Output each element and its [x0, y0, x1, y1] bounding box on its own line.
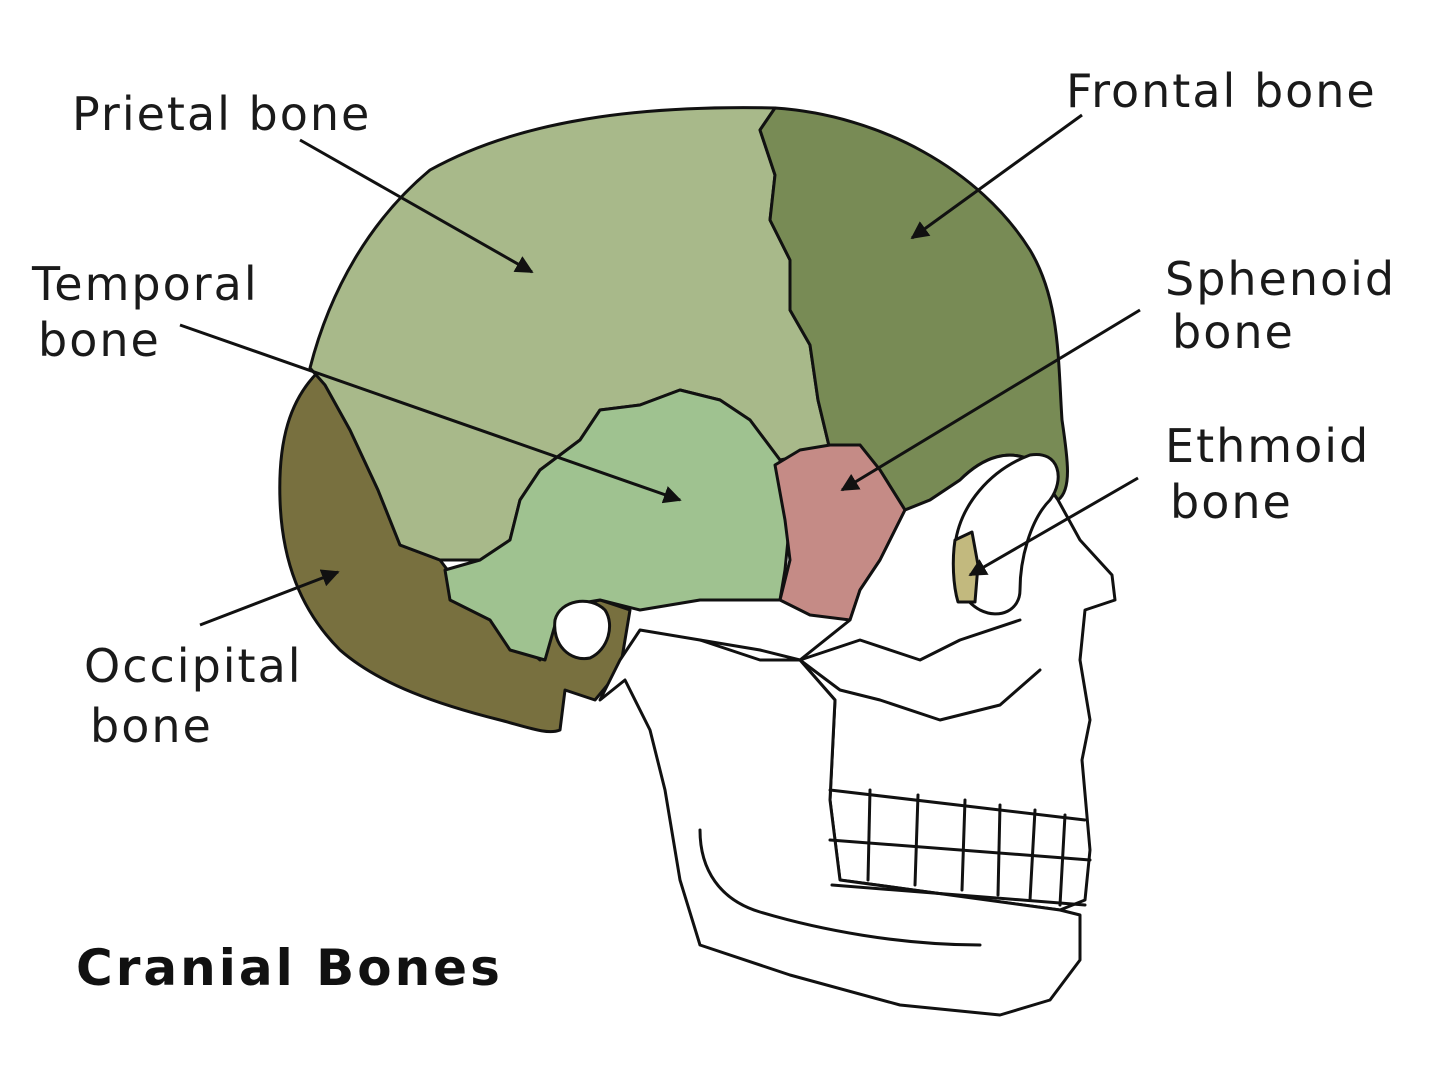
label-ethmoid-1: Ethmoid	[1165, 419, 1370, 473]
mandible	[598, 628, 1082, 1017]
arrow-sphenoid	[840, 308, 1141, 492]
label-sphenoid-2: bone	[1172, 305, 1295, 359]
arrow-occipital	[199, 569, 340, 627]
label-temporal-2: bone	[38, 313, 161, 367]
diagram-title: Cranial Bones	[76, 939, 503, 997]
teeth	[828, 788, 1092, 907]
zygomatic-lower	[798, 658, 1042, 722]
arrow-parietal	[299, 138, 534, 274]
mandible-contour	[698, 828, 982, 947]
ear-opening	[553, 599, 611, 661]
label-ethmoid-2: bone	[1170, 475, 1293, 529]
label-occipital-2: bone	[90, 699, 213, 753]
arrow-frontal	[910, 113, 1083, 240]
label-parietal: Prietal bone	[72, 87, 371, 141]
arrow-ethmoid	[968, 476, 1139, 577]
label-occipital-1: Occipital	[84, 639, 303, 693]
ethmoid-bone	[951, 530, 980, 604]
zygomatic-arch	[698, 618, 1022, 662]
label-temporal-1: Temporal	[31, 257, 259, 311]
arrow-temporal	[179, 323, 682, 504]
label-sphenoid-1: Sphenoid	[1165, 252, 1396, 306]
label-frontal: Frontal bone	[1066, 64, 1377, 118]
